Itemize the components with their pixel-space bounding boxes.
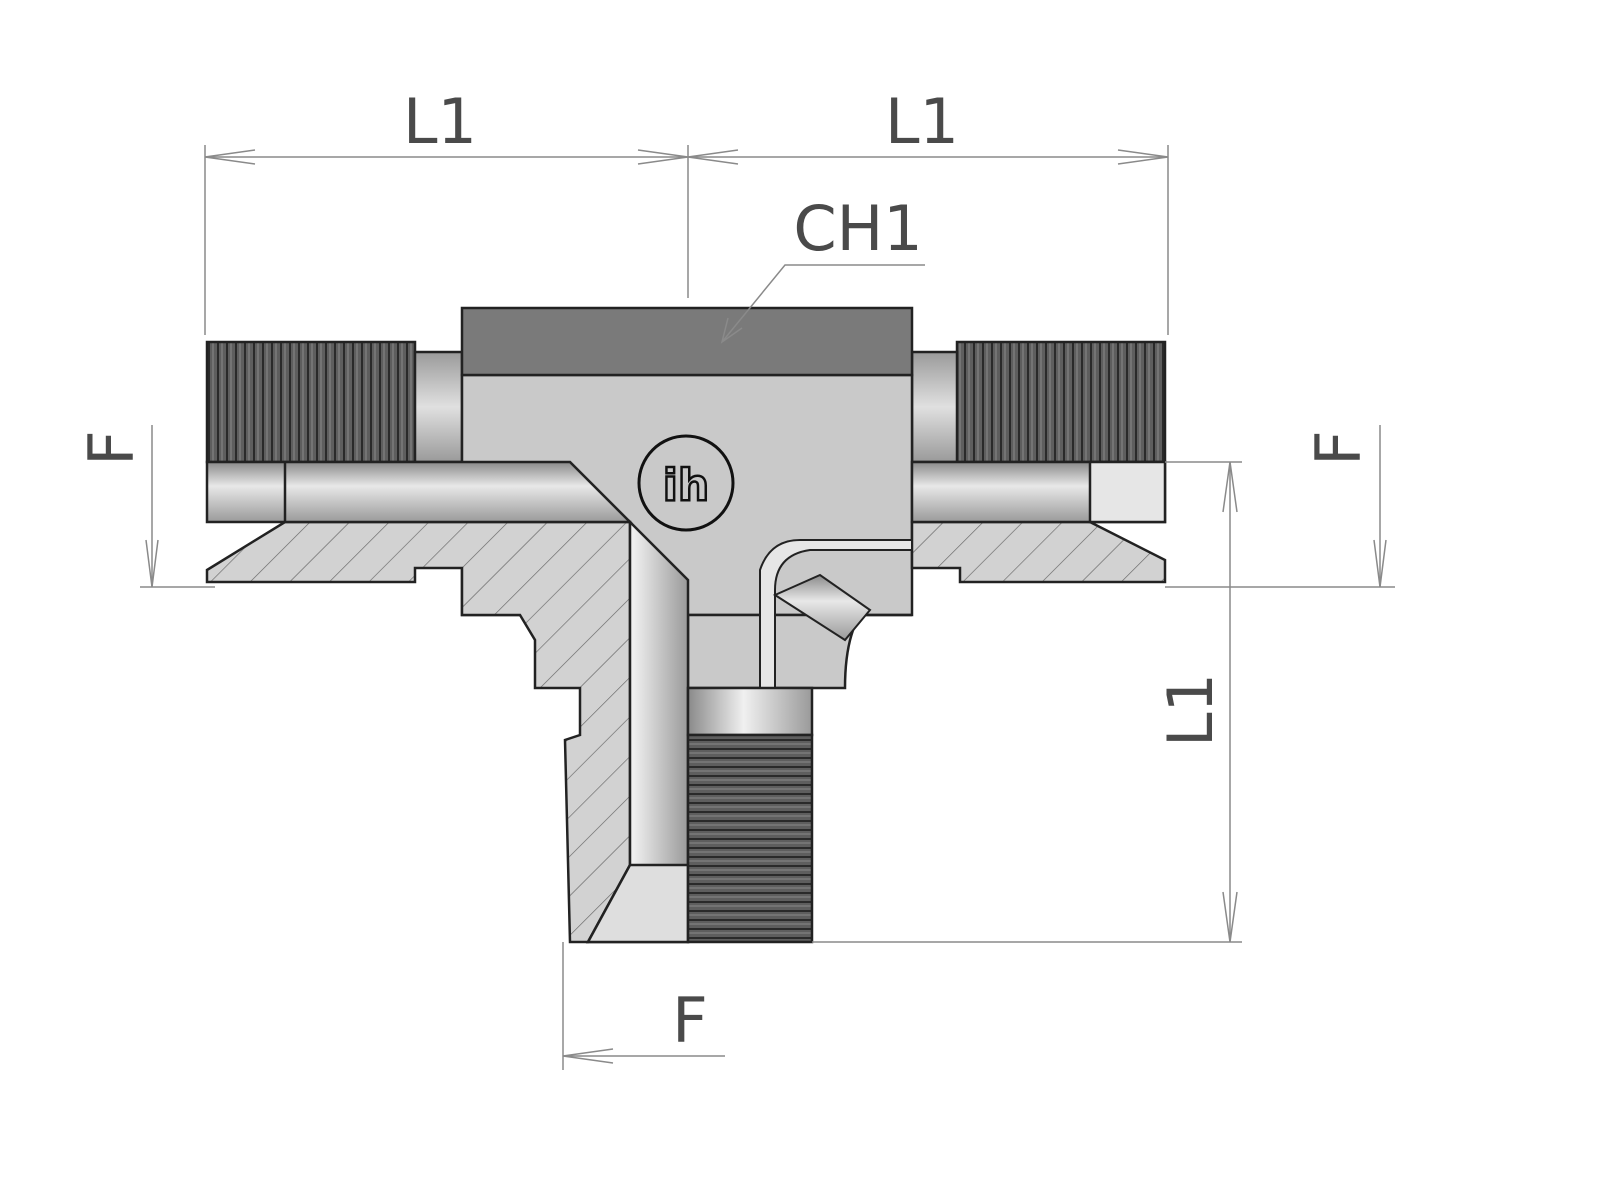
hex-flat [460, 306, 914, 377]
right-neck [910, 350, 959, 464]
left-thread [205, 340, 417, 464]
fitting-body: ih [205, 306, 1167, 944]
logo-text: ih [663, 460, 709, 511]
bottom-thread [686, 733, 814, 944]
left-neck [413, 350, 464, 464]
brand-logo: ih [637, 434, 735, 532]
dim-label-f-right: F [1302, 430, 1375, 466]
right-section [910, 520, 1167, 584]
dim-label-f-bottom: F [672, 984, 708, 1057]
elbow-bore [759, 539, 913, 689]
dim-label-l1-right: L1 [885, 85, 959, 158]
dim-label-f-left: F [75, 430, 148, 466]
dim-label-l1-vertical: L1 [1154, 673, 1227, 747]
dimensions [140, 145, 1395, 1070]
body-lower [686, 613, 912, 690]
right-thread [955, 340, 1167, 464]
dim-label-ch1: CH1 [793, 192, 922, 265]
bottom-neck [686, 686, 814, 737]
dim-label-l1-left: L1 [403, 85, 477, 158]
left-section [205, 520, 632, 944]
left-bore [205, 460, 634, 524]
